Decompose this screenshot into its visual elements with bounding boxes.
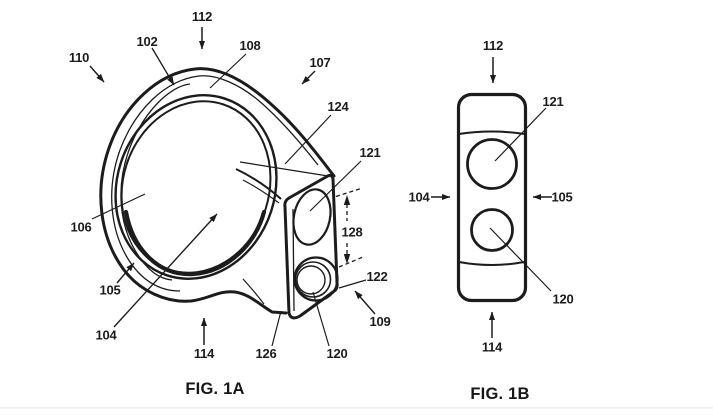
band-lower-contour-line — [242, 278, 265, 305]
sensor-window-large — [292, 188, 332, 246]
arrow-102 — [151, 47, 175, 86]
ref-label-105-fig1a: 105 — [99, 283, 120, 298]
ref-label-114-fig1b: 114 — [482, 340, 503, 355]
ring-outer-outline — [99, 67, 336, 315]
leader-121-fig1a — [309, 160, 362, 212]
ref-label-112-fig1a: 112 — [192, 9, 212, 24]
fig1a-caption: FIG. 1A — [185, 380, 244, 398]
ref-label-110: 110 — [69, 50, 89, 65]
dimension-extension-tick-top — [335, 187, 362, 198]
sensor-window-circle — [466, 138, 518, 190]
ref-label-121-fig1a: 121 — [359, 145, 380, 160]
ref-label-102: 102 — [136, 34, 157, 49]
ref-label-108: 108 — [239, 38, 260, 53]
ref-label-128: 128 — [341, 225, 362, 240]
leader-106 — [91, 193, 146, 220]
arrow-110 — [89, 65, 105, 83]
ref-label-105-fig1b: 105 — [551, 190, 572, 205]
leader-120-fig1a — [312, 291, 330, 347]
band-contour-line-1 — [111, 75, 319, 292]
chamfer-boundary-line — [235, 168, 282, 200]
leader-120-fig1b — [489, 227, 552, 292]
profile-bottom-edge-line — [458, 261, 525, 266]
ref-label-114-fig1a: 114 — [194, 346, 215, 361]
sensor-dome-inner — [296, 265, 326, 295]
chamfer-crease-line — [239, 161, 329, 177]
ring-inner-opening-outer-line — [114, 94, 278, 280]
scan-artifact-line — [0, 407, 713, 409]
ref-label-109: 109 — [369, 314, 390, 329]
arrow-109 — [354, 290, 376, 315]
ref-label-107: 107 — [309, 55, 330, 70]
ref-label-122: 122 — [366, 269, 387, 284]
dimension-arrowhead-up — [343, 195, 351, 205]
ref-label-104-fig1b: 104 — [408, 190, 430, 205]
dimension-arrowhead-down — [343, 254, 351, 264]
ref-label-120-fig1a: 120 — [326, 346, 347, 361]
leader-108 — [209, 53, 247, 89]
dimension-extension-tick-bottom — [338, 256, 364, 268]
leader-122 — [338, 279, 367, 289]
ref-label-126: 126 — [255, 346, 276, 361]
ref-label-120-fig1b: 120 — [552, 292, 573, 307]
ring-profile-body — [456, 92, 528, 303]
ref-label-124: 124 — [327, 99, 349, 114]
ref-label-106: 106 — [70, 220, 91, 235]
arrow-107 — [301, 70, 316, 85]
ring-inner-bottom-shade-arc — [123, 209, 267, 277]
dimension-128 — [335, 187, 364, 268]
ref-label-121-fig1b: 121 — [542, 94, 563, 109]
arrow-104-fig1a — [113, 213, 218, 328]
leader-121-fig1b — [494, 107, 547, 162]
fig1b-group: 112 121 104 105 120 114 FIG. 1B — [408, 38, 573, 403]
fig1b-caption: FIG. 1B — [470, 385, 529, 403]
profile-top-edge-line — [458, 130, 525, 135]
arrow-105-fig1a — [116, 262, 135, 284]
chamfer-boundary-parallel-line — [242, 179, 280, 204]
ref-label-112-fig1b: 112 — [483, 38, 503, 53]
leader-126 — [271, 310, 282, 347]
ref-label-104-fig1a: 104 — [95, 328, 117, 343]
sensor-dome-mid — [294, 261, 332, 298]
sensor-dome-circle — [470, 208, 514, 252]
band-contour-line-2 — [120, 83, 191, 281]
fig1a-group: 110 102 112 108 107 124 121 128 122 109 … — [69, 9, 391, 398]
leader-124 — [284, 114, 332, 165]
